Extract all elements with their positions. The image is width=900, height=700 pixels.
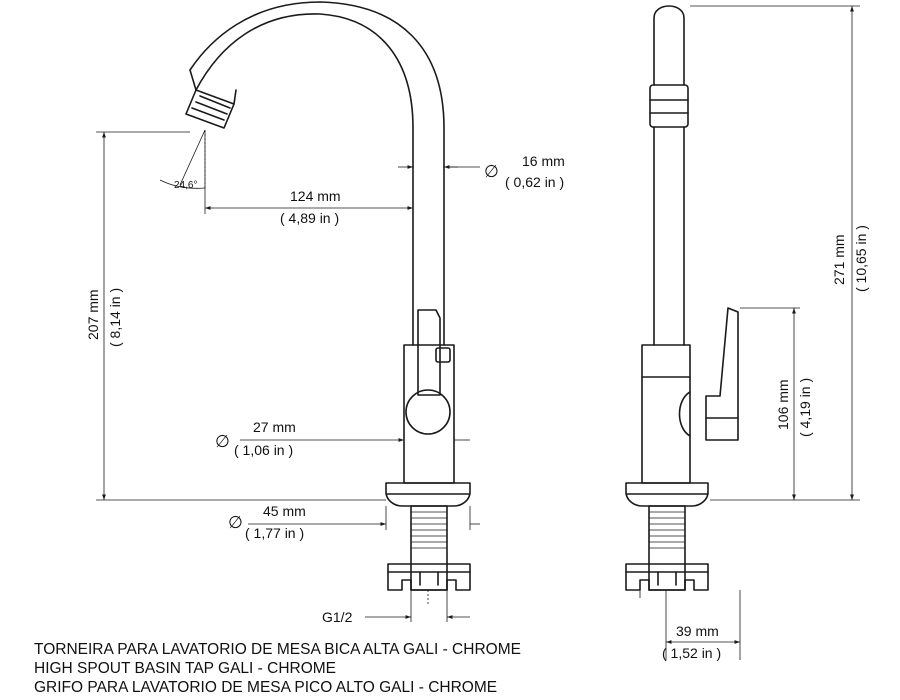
- total-height-mm: 271 mm: [831, 234, 847, 285]
- diameter-symbol-body: ∅: [215, 432, 230, 452]
- dimension-lines: [96, 5, 860, 660]
- dimension-labels: ∅ 16 mm ( 0,62 in ) 124 mm ( 4,89 in ) 2…: [85, 153, 869, 661]
- lever-handle: [417, 309, 441, 396]
- spout-width-in: ( 0,62 in ): [505, 174, 564, 190]
- angle-label: 24,6°: [174, 180, 197, 191]
- base-diameter-mm: 45 mm: [263, 503, 306, 519]
- lever-height-mm: 106 mm: [775, 379, 791, 430]
- body-circle: [405, 389, 451, 435]
- total-height-in: ( 10,65 in ): [853, 225, 869, 292]
- side-spout-top: [653, 5, 685, 86]
- valve-body: [403, 344, 455, 484]
- caption-english: HIGH SPOUT BASIN TAP GALI - CHROME: [34, 660, 337, 677]
- caption-spanish: GRIFO PARA LAVATORIO DE MESA PICO ALTO G…: [34, 679, 498, 696]
- diameter-symbol: ∅: [484, 162, 499, 182]
- side-aerator: [649, 84, 689, 128]
- thread-label: G1/2: [322, 609, 353, 625]
- aerator: [185, 69, 237, 129]
- spout-reach-in: ( 4,89 in ): [280, 210, 339, 226]
- base-flange: [385, 482, 471, 507]
- side-base-in: ( 1,52 in ): [662, 645, 721, 661]
- body-diameter-mm: 27 mm: [253, 419, 296, 435]
- base-diameter-in: ( 1,77 in ): [245, 525, 304, 541]
- front-view: [185, 1, 471, 606]
- spout-reach-mm: 124 mm: [290, 188, 341, 204]
- spout-height-mm: 207 mm: [85, 289, 101, 340]
- caption-portuguese: TORNEIRA PARA LAVATORIO DE MESA BICA ALT…: [34, 641, 521, 658]
- side-view: [625, 5, 739, 591]
- diameter-symbol-base: ∅: [228, 513, 243, 533]
- side-base-mm: 39 mm: [676, 623, 719, 639]
- side-valve-body: [641, 344, 691, 484]
- spout-inner-outline: [189, 1, 445, 168]
- mounting-nut: [387, 563, 471, 591]
- lever-height-in: ( 4,19 in ): [797, 378, 813, 437]
- side-nut: [625, 563, 709, 591]
- body-diameter-in: ( 1,06 in ): [234, 442, 293, 458]
- side-base-flange: [625, 482, 709, 507]
- spout-width-mm: 16 mm: [522, 153, 565, 169]
- spout-height-in: ( 8,14 in ): [107, 288, 123, 347]
- spout-outline: [195, 13, 414, 168]
- side-lever: [705, 307, 739, 441]
